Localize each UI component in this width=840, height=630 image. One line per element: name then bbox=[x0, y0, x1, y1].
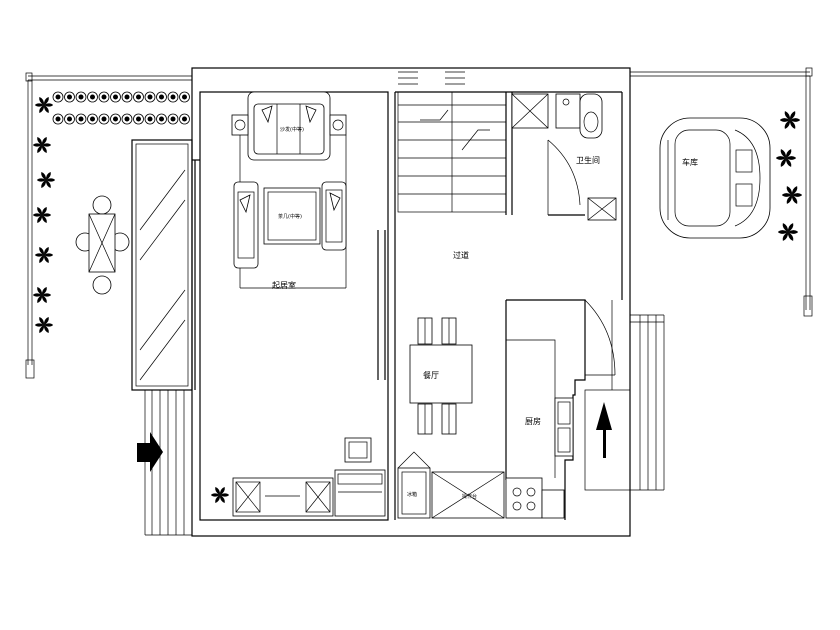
dining-area: 餐厅 bbox=[409, 317, 473, 435]
shrub-icon bbox=[179, 113, 190, 125]
corner-plant bbox=[210, 486, 230, 504]
kitchen: 厨房 bbox=[505, 299, 616, 520]
fridge-label: 冰箱 bbox=[407, 491, 417, 498]
armchair-right bbox=[321, 181, 347, 251]
fridge: 冰箱 bbox=[397, 451, 431, 519]
counter: 操作台 bbox=[431, 471, 505, 519]
shrub-icon bbox=[121, 91, 133, 103]
shrub-icon bbox=[75, 91, 87, 103]
plant-icon bbox=[34, 246, 54, 264]
shrub-icon bbox=[87, 91, 98, 103]
plant-icon bbox=[781, 186, 803, 204]
shrub-icon bbox=[167, 113, 179, 125]
shrub-icon bbox=[110, 113, 121, 125]
plant-icon bbox=[36, 171, 56, 189]
dining-room-label: 餐厅 bbox=[423, 371, 439, 380]
staircase bbox=[397, 91, 513, 215]
shrub-icon bbox=[98, 91, 110, 103]
shrub-icon bbox=[98, 113, 110, 125]
plant-icon bbox=[779, 111, 801, 129]
shrub-icon bbox=[52, 113, 64, 125]
right-plants bbox=[775, 111, 803, 241]
glass-panel bbox=[131, 139, 193, 391]
shrub-icon bbox=[75, 113, 87, 125]
shrub-icon bbox=[87, 113, 98, 125]
plant-icon bbox=[34, 96, 54, 114]
plant-icon bbox=[775, 149, 797, 167]
plant-icon bbox=[210, 486, 230, 504]
plant-icon bbox=[777, 223, 799, 241]
shrub-icon bbox=[179, 91, 190, 103]
shrub-icon bbox=[64, 113, 75, 125]
sofa: 沙发(中等) bbox=[247, 91, 331, 161]
counter-label: 操作台 bbox=[462, 493, 477, 500]
shrub-icon bbox=[110, 91, 121, 103]
shrub-icon bbox=[167, 91, 179, 103]
car-icon bbox=[659, 117, 771, 239]
tv-cabinet bbox=[232, 437, 386, 517]
plant-icon bbox=[32, 136, 52, 154]
armchair-left bbox=[233, 181, 259, 269]
shrub-icon bbox=[133, 91, 144, 103]
shrub-icon bbox=[64, 91, 75, 103]
patio-table bbox=[75, 195, 130, 295]
garage: 车库 bbox=[630, 67, 813, 317]
plant-icon bbox=[32, 286, 52, 304]
living-room: 沙发(中等) 茶几(中等) 起居室 bbox=[210, 91, 386, 517]
entry-arrow-up-icon bbox=[596, 402, 612, 458]
left-entrance-steps bbox=[144, 390, 192, 536]
left-terrace bbox=[25, 72, 193, 536]
plant-icon bbox=[32, 206, 52, 224]
shrub-icon bbox=[121, 113, 133, 125]
garage-label: 车库 bbox=[682, 157, 698, 167]
living-room-label: 起居室 bbox=[272, 280, 296, 290]
entry-arrow-icon bbox=[137, 432, 163, 472]
left-plants bbox=[32, 96, 56, 334]
corridor-label: 过道 bbox=[453, 250, 469, 260]
shrub-icon bbox=[52, 91, 64, 103]
right-entrance bbox=[584, 300, 665, 491]
shrub-rows bbox=[52, 91, 190, 125]
shrub-icon bbox=[144, 113, 156, 125]
bathroom-label: 卫生间 bbox=[576, 155, 600, 165]
shrub-icon bbox=[133, 113, 144, 125]
shrub-icon bbox=[156, 113, 167, 125]
shrub-icon bbox=[144, 91, 156, 103]
shrub-icon bbox=[156, 91, 167, 103]
coffee-table: 茶几(中等) bbox=[263, 187, 321, 245]
sofa-label: 沙发(中等) bbox=[280, 126, 304, 133]
plant-icon bbox=[34, 316, 54, 334]
coffee-table-label: 茶几(中等) bbox=[278, 213, 302, 220]
kitchen-label: 厨房 bbox=[525, 416, 541, 426]
side-tables bbox=[231, 114, 347, 136]
bathroom: 卫生间 bbox=[511, 93, 617, 221]
